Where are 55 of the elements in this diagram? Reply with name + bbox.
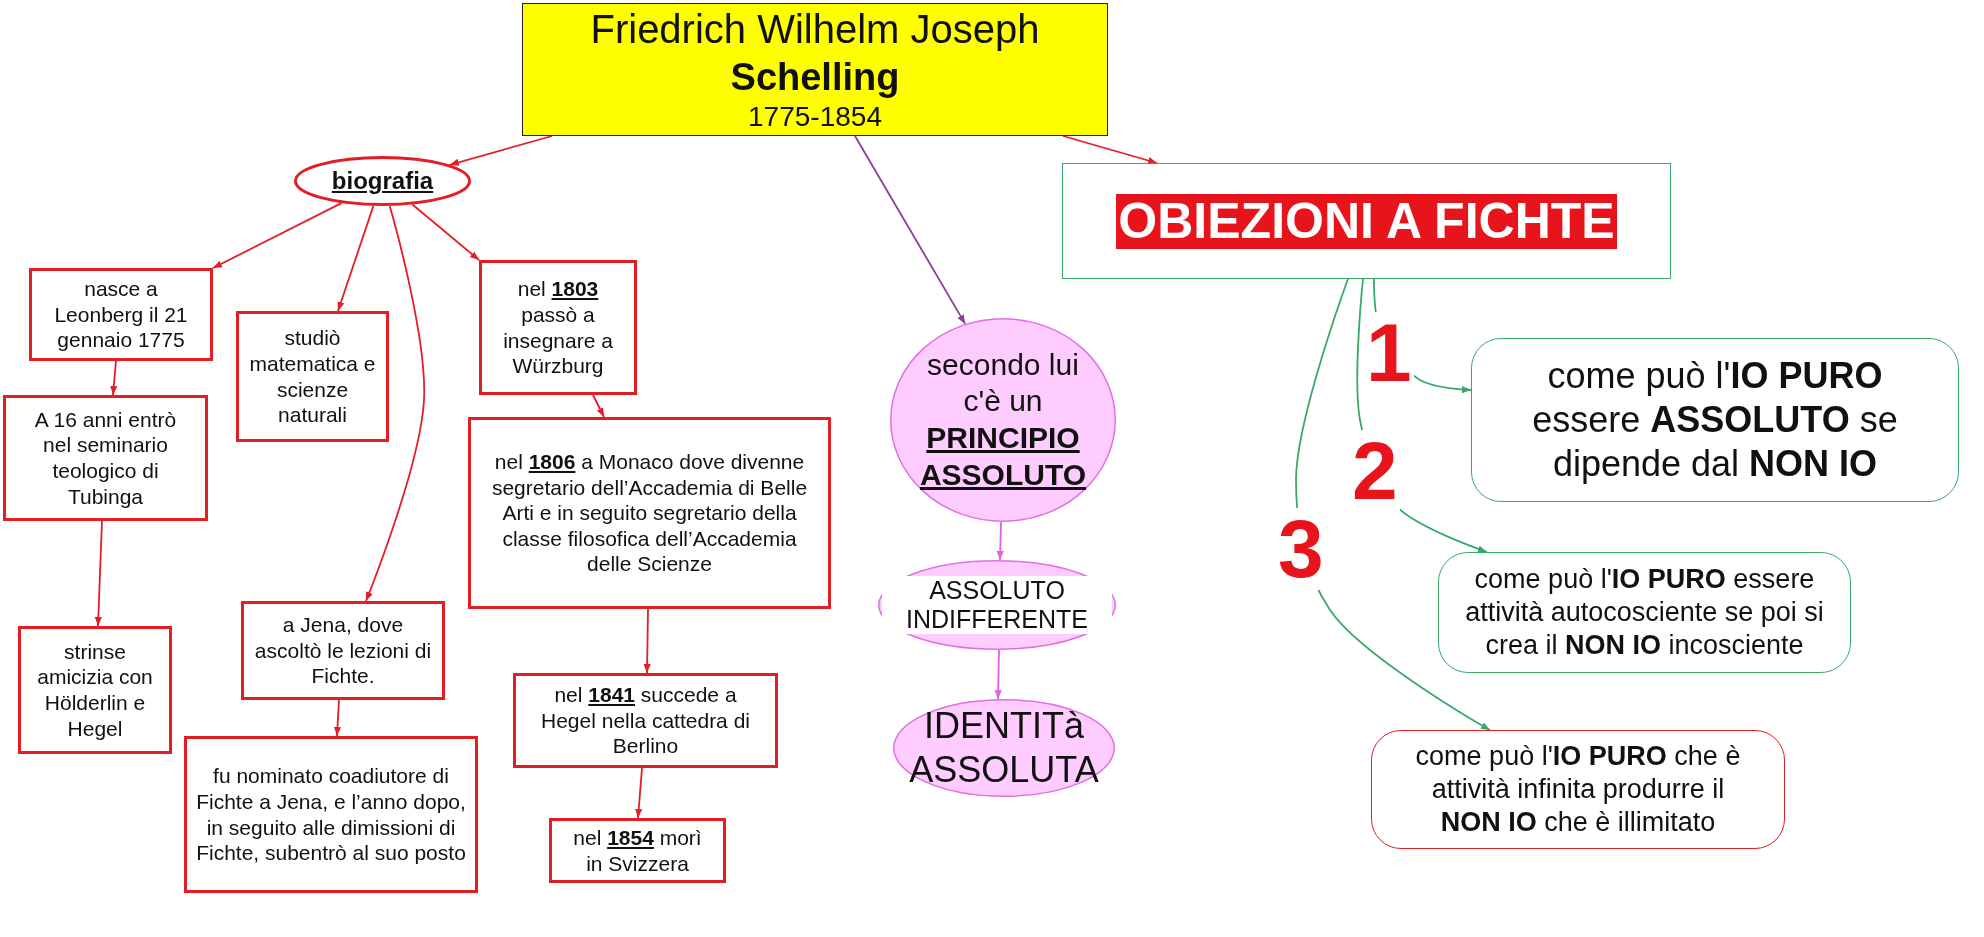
process-box <box>29 268 213 361</box>
process-box <box>241 601 445 700</box>
concept-oval <box>878 560 1116 650</box>
node-text: ASSOLUTO INDIFFERENTE <box>882 576 1112 634</box>
node-text: come può l'IO PURO essere ASSOLUTO se dipende dal NON IO <box>1531 354 1899 486</box>
process-box <box>549 818 726 883</box>
process-box <box>18 626 172 754</box>
node-text: nel 1803 passò a insegnare a Würzburg <box>502 276 614 379</box>
node-text: a Jena, dove ascoltò le lezioni di Fichte. <box>253 612 433 689</box>
process-box <box>513 673 778 768</box>
arrow <box>1062 135 1158 164</box>
topic-oval <box>294 156 471 206</box>
concept-oval <box>893 699 1115 797</box>
node-text: A 16 anni entrò nel seminario teologico di Tubinga <box>33 406 178 510</box>
node-text: strinse amicizia con Hölderlin e Hegel <box>36 638 154 742</box>
node-text: fu nominato coadiutore di Fichte a Jena, e l’anno dopo, in seguito alle dimissioni di Fichte, subentrò al suo posto <box>195 763 467 866</box>
node-text: nel 1854 morì in Svizzera <box>572 824 703 877</box>
arrow <box>94 520 103 627</box>
arrow <box>592 394 605 418</box>
heading-box <box>1062 163 1671 279</box>
heading-text: OBIEZIONI A FICHTE <box>1116 193 1617 249</box>
node-text: nel 1841 succede a Hegel nella cattedra di Berlino <box>540 682 751 759</box>
arrow <box>365 205 425 602</box>
node-text: come può l'IO PURO essere attività autocosciente se poi si crea il NON IO incosciente <box>1464 563 1825 662</box>
arrow <box>448 135 553 166</box>
arrow <box>110 360 118 396</box>
process-box <box>236 311 389 442</box>
node-text: biografia <box>331 166 434 196</box>
node-text: IDENTITà ASSOLUTA <box>909 704 1099 792</box>
title-text: Friedrich Wilhelm Joseph <box>590 5 1040 53</box>
arrow <box>996 521 1004 561</box>
arrow <box>854 135 967 325</box>
arrow <box>337 204 375 312</box>
arrow <box>994 649 1002 700</box>
process-box <box>184 736 478 893</box>
arrow <box>212 202 343 269</box>
title-text: Schelling <box>730 54 900 100</box>
arrow <box>411 203 480 261</box>
question-box <box>1438 552 1851 673</box>
title-box <box>522 3 1108 136</box>
arrow <box>635 767 643 819</box>
process-box <box>479 260 637 395</box>
arrow <box>643 608 651 674</box>
arrow <box>333 699 342 737</box>
question-box <box>1471 338 1959 502</box>
process-box <box>468 417 831 609</box>
question-box <box>1371 730 1785 849</box>
node-text: come può l'IO PURO che è attività infinita produrre il NON IO che è illimitato <box>1414 740 1742 839</box>
concept-oval <box>890 318 1116 522</box>
node-text: nel 1806 a Monaco dove divenne segretario dell’Accademia di Belle Arti e in seguito segretario della classe filosofica dell’Accademia delle Scienze <box>490 448 809 577</box>
node-text: studiò matematica e scienze naturali <box>249 325 376 428</box>
node-text: secondo lui c'è un PRINCIPIO ASSOLUTO <box>918 346 1088 493</box>
process-box <box>3 395 208 521</box>
title-text: 1775-1854 <box>748 100 882 134</box>
node-text: nasce a Leonberg il 21 gennaio 1775 <box>53 276 189 353</box>
